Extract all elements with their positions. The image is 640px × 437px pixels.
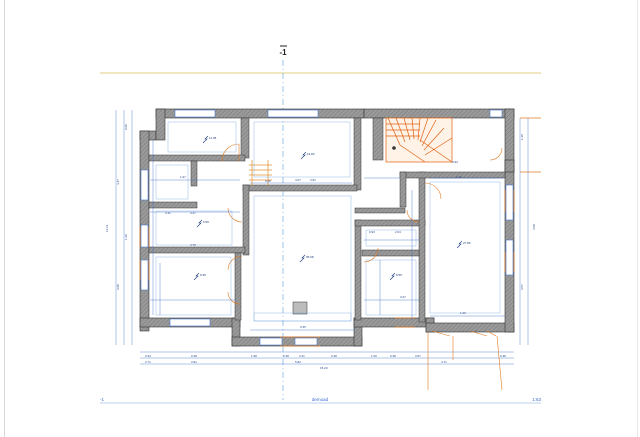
svg-text:4.07: 4.07 <box>295 178 301 182</box>
room-label: 8.55 <box>389 272 402 281</box>
svg-text:3.57: 3.57 <box>520 284 524 290</box>
svg-text:1.97: 1.97 <box>180 175 186 179</box>
sheet-right-edge <box>637 0 638 437</box>
svg-text:0.93: 0.93 <box>369 230 375 234</box>
svg-text:0.35: 0.35 <box>300 325 306 329</box>
svg-text:0.38: 0.38 <box>283 354 289 358</box>
outer-walls <box>139 108 515 347</box>
room-label: 13.82 <box>300 151 315 160</box>
svg-text:15.20: 15.20 <box>320 366 328 370</box>
sheet-footer: -1 demoad 1:63 <box>100 397 541 402</box>
svg-text:1.98: 1.98 <box>251 354 257 358</box>
room-label: 9.35 <box>193 272 206 281</box>
svg-text:2.94: 2.94 <box>145 354 151 358</box>
svg-text:0.25: 0.25 <box>265 179 271 183</box>
sheet-left-edge <box>4 0 5 437</box>
svg-text:3.31: 3.31 <box>165 211 171 215</box>
dimension-labels: 12.21 4.47 3.98 0.90 1.20 4.58 1.20 3.57… <box>105 124 536 370</box>
svg-text:1.20: 1.20 <box>460 311 466 315</box>
leader-lines <box>427 332 503 391</box>
room-area: 27.86 <box>463 241 471 245</box>
svg-text:0.38: 0.38 <box>331 354 337 358</box>
room-outlines <box>155 121 501 322</box>
svg-text:4.58: 4.58 <box>532 224 536 230</box>
svg-text:3.91: 3.91 <box>191 360 197 364</box>
svg-text:4.79: 4.79 <box>190 243 196 247</box>
section-marker-label: -1 <box>279 48 287 57</box>
svg-text:0.38: 0.38 <box>500 354 506 358</box>
room-label: 6.59 <box>196 219 209 228</box>
room-area: 6.59 <box>203 220 209 224</box>
room-label: 27.86 <box>456 240 471 249</box>
inner-walls <box>148 117 506 323</box>
svg-text:1.20: 1.20 <box>520 134 524 140</box>
footer-center-label: demoad <box>312 397 329 402</box>
svg-text:1.97: 1.97 <box>456 175 462 179</box>
room-area: 13.82 <box>307 152 315 156</box>
svg-text:3.41: 3.41 <box>299 354 305 358</box>
svg-text:1.00: 1.00 <box>371 354 377 358</box>
room-label: 35.68 <box>299 254 314 263</box>
room-area: 11.05 <box>209 136 217 140</box>
svg-text:3.98: 3.98 <box>116 284 120 290</box>
svg-text:4.71: 4.71 <box>441 360 447 364</box>
svg-text:3.67: 3.67 <box>415 354 421 358</box>
room-label: 11.05 <box>202 135 217 144</box>
svg-text:3.47: 3.47 <box>190 211 196 215</box>
room-area: 9.35 <box>200 273 206 277</box>
room-area: 35.68 <box>306 255 314 259</box>
svg-text:0.38: 0.38 <box>191 354 197 358</box>
svg-text:2.04: 2.04 <box>395 230 401 234</box>
svg-text:1.20: 1.20 <box>124 234 128 240</box>
svg-text:3.67: 3.67 <box>400 295 406 299</box>
footer-left-label: -1 <box>100 397 104 402</box>
svg-text:3.91: 3.91 <box>310 178 316 182</box>
room-area: 8.55 <box>396 273 402 277</box>
room-labels: 11.05 13.82 6.59 9.35 35.68 8.55 <box>193 135 471 281</box>
windows <box>140 109 514 346</box>
svg-text:0.38: 0.38 <box>390 354 396 358</box>
svg-text:4.47: 4.47 <box>116 179 120 185</box>
section-marker: -1 <box>279 45 287 57</box>
svg-text:12.21: 12.21 <box>105 224 109 232</box>
footer-right-label: 1:63 <box>532 397 541 402</box>
svg-text:0.93: 0.93 <box>452 160 458 164</box>
svg-text:2.71: 2.71 <box>145 360 151 364</box>
svg-text:0.90: 0.90 <box>124 124 128 130</box>
staircase <box>249 117 453 186</box>
dimension-lines <box>115 110 529 365</box>
window-accents <box>139 117 541 347</box>
svg-text:5.82: 5.82 <box>295 360 301 364</box>
